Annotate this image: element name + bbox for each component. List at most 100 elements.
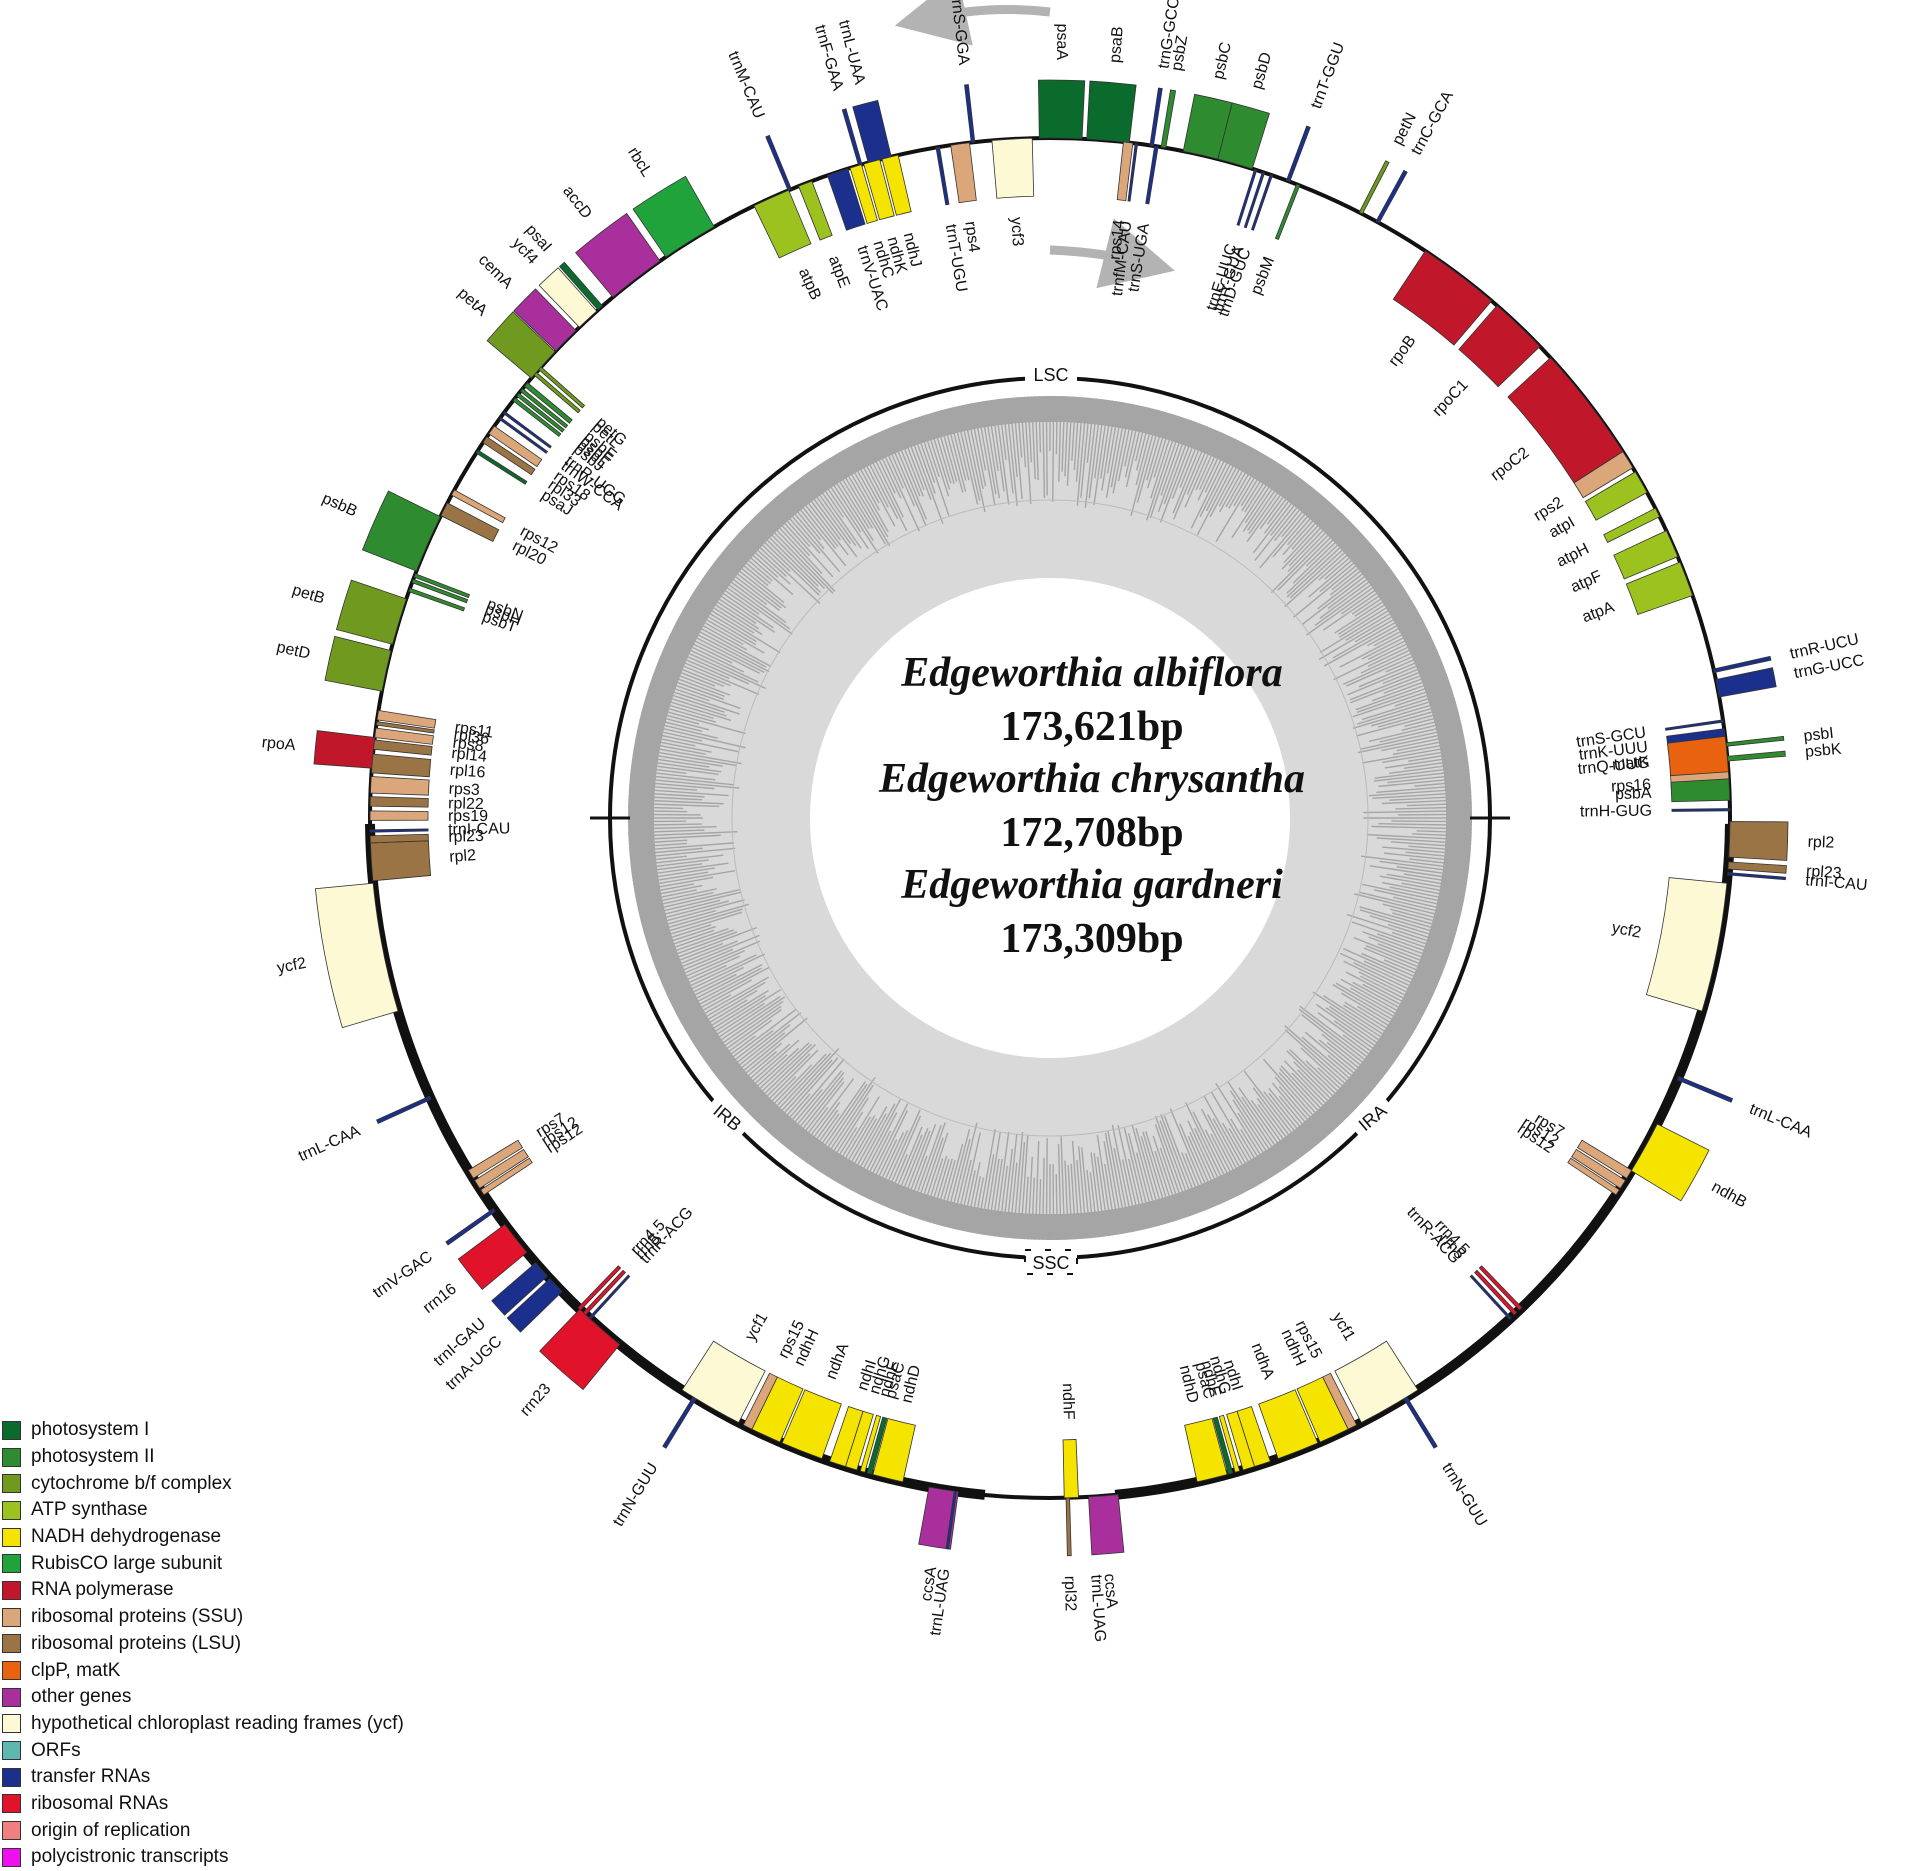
gc-bar bbox=[691, 995, 766, 1043]
gc-bar bbox=[1342, 642, 1435, 686]
gene-label-rpl22: rpl22 bbox=[448, 795, 484, 813]
gene-psbB bbox=[361, 490, 441, 572]
gene-trnL-UAG bbox=[945, 1490, 957, 1550]
gc-bar bbox=[1391, 841, 1472, 849]
gc-bar bbox=[665, 642, 766, 690]
gc-bar bbox=[813, 467, 869, 550]
gc-bar bbox=[1052, 1164, 1055, 1240]
gc-bar bbox=[1354, 606, 1416, 643]
gc-bar bbox=[1093, 1153, 1106, 1237]
gene-trnC-GCA bbox=[1375, 169, 1408, 224]
gc-bar bbox=[961, 405, 986, 513]
gc-bar bbox=[933, 412, 955, 484]
gc-bar bbox=[1055, 396, 1059, 455]
gc-bar bbox=[1368, 936, 1446, 967]
gc-bar bbox=[1199, 440, 1239, 518]
gc-bar bbox=[786, 487, 837, 550]
gc-bar bbox=[684, 981, 766, 1030]
gc-bar bbox=[1263, 1091, 1311, 1151]
gc-bar bbox=[1186, 429, 1216, 495]
gc-bar bbox=[1381, 881, 1465, 900]
gc-bar bbox=[1184, 430, 1219, 508]
gc-bar bbox=[1100, 400, 1114, 479]
gc-bar bbox=[1160, 1114, 1199, 1214]
gc-bar bbox=[901, 1123, 937, 1214]
gc-bar bbox=[1359, 909, 1455, 939]
gc-bar bbox=[1160, 418, 1189, 496]
gene-rps11 bbox=[376, 709, 437, 729]
gc-bar bbox=[1227, 1080, 1287, 1169]
gc-bar bbox=[721, 551, 785, 604]
gc-bar bbox=[740, 1042, 810, 1107]
gene-rps4 bbox=[950, 142, 977, 204]
gc-bar bbox=[940, 410, 964, 493]
gc-bar bbox=[714, 560, 780, 611]
gc-bar bbox=[1243, 1070, 1308, 1154]
gc-bar bbox=[1389, 908, 1458, 928]
gc-bar bbox=[1105, 402, 1124, 498]
gc-bar bbox=[1352, 981, 1422, 1020]
gc-bar bbox=[1012, 1131, 1024, 1239]
legend-label: NADH dehydrogenase bbox=[31, 1526, 222, 1548]
gc-bar bbox=[1093, 400, 1110, 506]
gene-label-rps16: rps16 bbox=[1611, 776, 1652, 795]
gc-bar bbox=[1326, 1041, 1379, 1085]
gc-bar bbox=[1359, 891, 1461, 918]
gene-psbM bbox=[1274, 183, 1301, 240]
legend-label: photosystem I bbox=[31, 1419, 150, 1441]
gc-bar bbox=[1357, 1005, 1411, 1040]
gc-bar bbox=[628, 813, 701, 816]
gc-bar bbox=[650, 928, 729, 957]
gc-bar bbox=[1173, 427, 1213, 520]
gc-bar bbox=[658, 659, 725, 687]
gc-bar bbox=[657, 662, 716, 687]
gc-bar bbox=[891, 426, 921, 497]
gc-bar bbox=[1414, 780, 1471, 787]
gc-bar bbox=[1121, 1159, 1139, 1231]
region-label-lsc: LSC bbox=[1033, 365, 1068, 385]
gene-trnT-GGU bbox=[1285, 125, 1311, 183]
legend-item: cytochrome b/f complex bbox=[2, 1470, 404, 1497]
gc-bar bbox=[1131, 1125, 1160, 1226]
gene-rps15 bbox=[742, 1372, 778, 1430]
gc-bar bbox=[661, 652, 760, 696]
gc-bar bbox=[1169, 1108, 1213, 1209]
gene-label-psaB: psaB bbox=[1107, 26, 1127, 64]
gc-bar bbox=[719, 1024, 791, 1082]
gc-bar bbox=[844, 1113, 887, 1188]
gc-bar bbox=[761, 508, 823, 574]
center-species-2: Edgeworthia chrysantha bbox=[878, 756, 1305, 802]
gene-atpE bbox=[798, 180, 833, 241]
gc-bar bbox=[986, 1158, 1000, 1236]
gc-bar bbox=[1297, 1069, 1347, 1120]
legend-swatch bbox=[2, 1607, 21, 1627]
gc-bar bbox=[1362, 744, 1466, 764]
gc-bar bbox=[1401, 882, 1466, 896]
gc-bar bbox=[641, 900, 729, 925]
gc-bar bbox=[1181, 1152, 1206, 1211]
gc-bar bbox=[662, 950, 745, 987]
gc-bar bbox=[636, 889, 697, 903]
gc-bar bbox=[1332, 984, 1414, 1033]
legend-item: clpP, matK bbox=[2, 1657, 404, 1684]
gc-bar bbox=[1352, 697, 1455, 729]
gc-bar bbox=[1247, 469, 1290, 531]
gc-bar bbox=[1376, 933, 1449, 960]
gc-bar bbox=[1127, 1133, 1153, 1228]
gene-rpl20 bbox=[440, 502, 500, 542]
gc-bar bbox=[1362, 883, 1463, 907]
gc-bar bbox=[1392, 740, 1466, 756]
gc-bar bbox=[1259, 476, 1299, 530]
gc-bar bbox=[710, 1035, 756, 1070]
gc-bar bbox=[687, 600, 757, 643]
gc-bar bbox=[1346, 645, 1436, 687]
legend-item: polycistronic transcripts bbox=[2, 1844, 404, 1871]
gc-bar bbox=[1277, 519, 1349, 591]
gc-bar bbox=[1270, 485, 1311, 536]
gene-trnG-GCC bbox=[1149, 87, 1163, 147]
gc-bar bbox=[1382, 747, 1467, 764]
gc-bar bbox=[789, 1081, 845, 1151]
gc-bar bbox=[1331, 551, 1379, 591]
gene-label-trnN-GUU: trnN-GUU bbox=[1438, 1460, 1490, 1530]
gc-bar bbox=[687, 999, 748, 1036]
